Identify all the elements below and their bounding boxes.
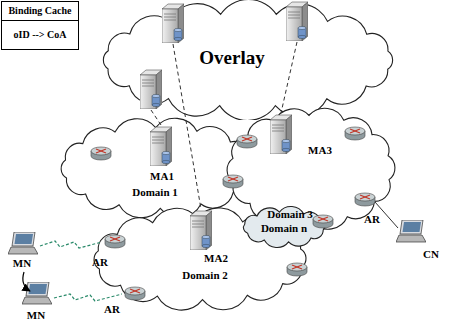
domain-cloud: MA1Domain 1: [52, 116, 264, 220]
device-label: AR: [104, 303, 120, 316]
overlay-cloud: Overlay: [92, 0, 404, 120]
device-label: AR: [364, 213, 380, 226]
cloud-shape: [94, 208, 306, 310]
cloud-label: Domain 3: [267, 208, 313, 221]
device-label: MN: [27, 309, 45, 322]
agent-label: MA2: [204, 252, 228, 265]
cloud-shape: [61, 118, 255, 218]
device-label: MN: [13, 257, 31, 270]
cloud-shape: [244, 206, 325, 247]
cloud-outline: [52, 116, 264, 220]
cloud-label: Domain 1: [132, 186, 178, 199]
agent-label: MA3: [308, 144, 332, 157]
cloud-shape: [103, 0, 392, 120]
agent-label: MA1: [150, 170, 174, 183]
device-label: CN: [423, 248, 439, 261]
cloud-label: Domain n: [261, 222, 307, 235]
binding-cache-table: Binding CacheoID --> CoA: [1, 1, 79, 50]
cloud-label: Domain 2: [182, 269, 228, 282]
cloud-label: Overlay: [199, 47, 264, 69]
cloud-shape: [227, 108, 395, 229]
table-heading: Binding Cache: [2, 2, 78, 20]
table-cell: oID --> CoA: [2, 20, 78, 50]
device-label: AR: [92, 256, 108, 269]
